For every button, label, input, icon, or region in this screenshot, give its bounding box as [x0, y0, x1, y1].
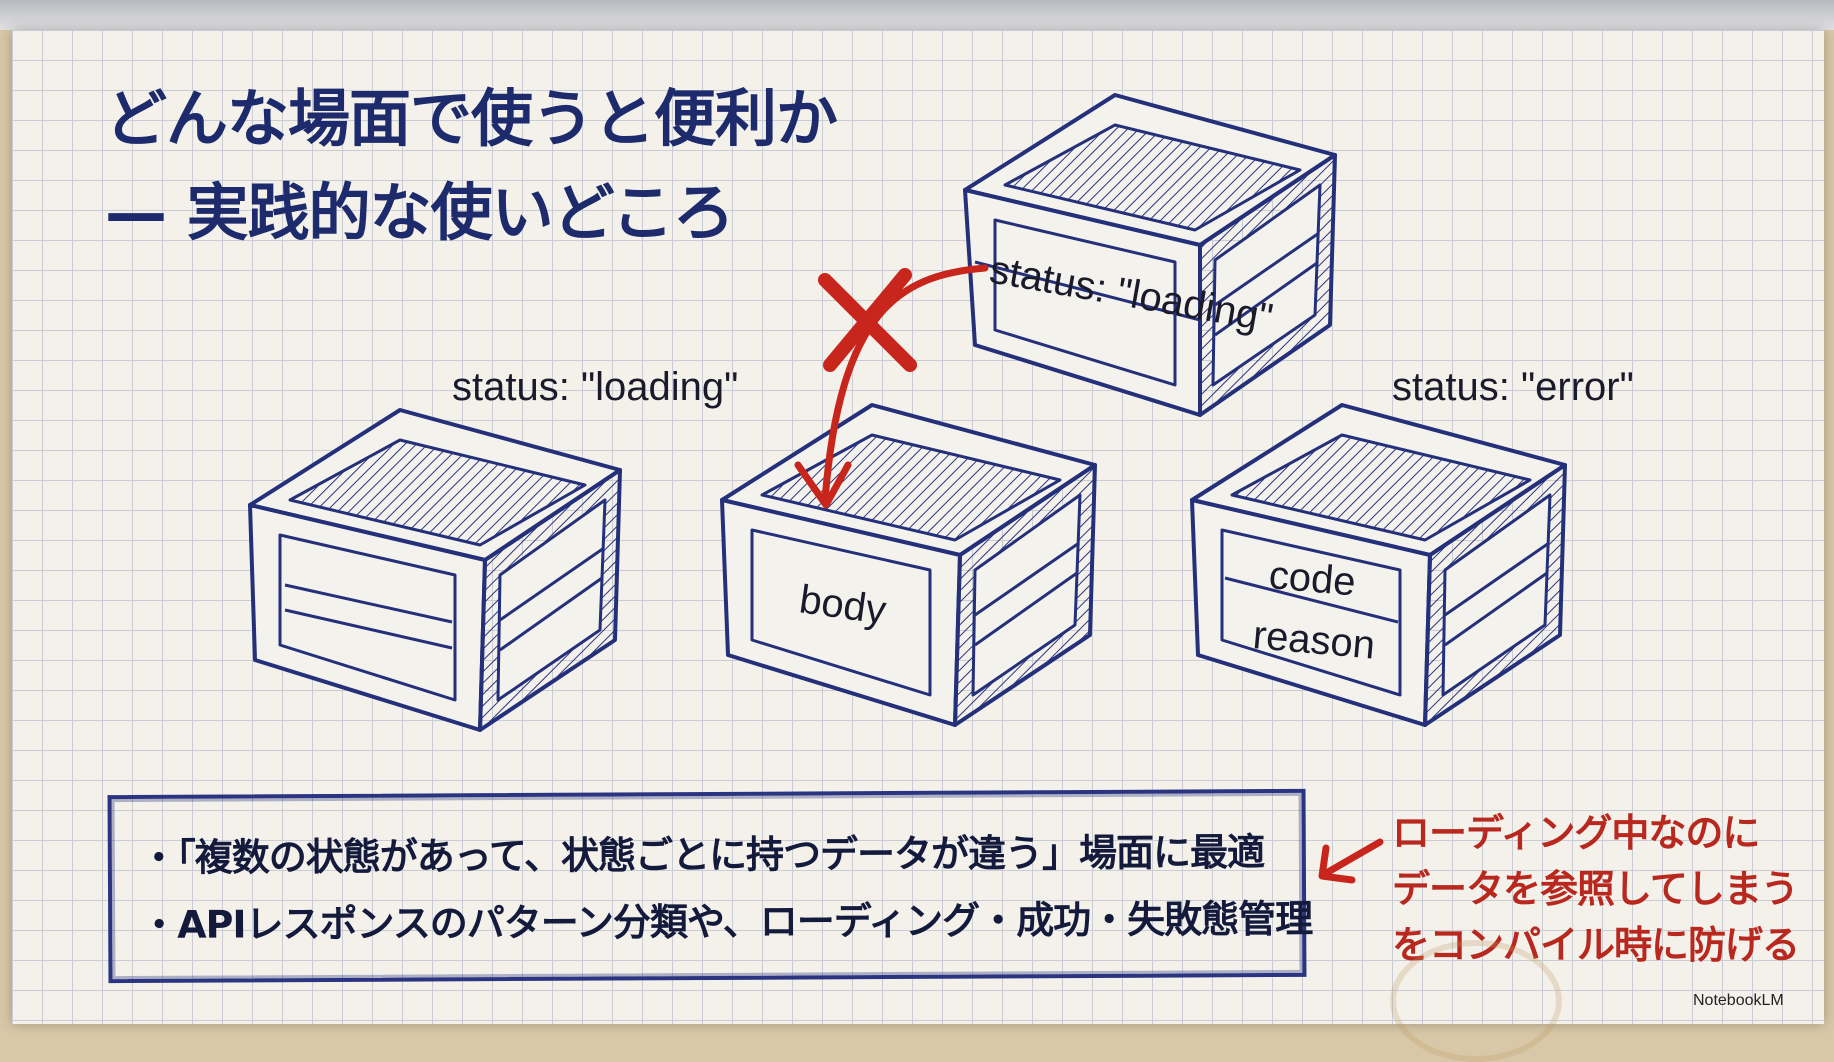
crate-left — [248, 408, 622, 732]
crate-top — [963, 93, 1337, 417]
page-subtitle: — 実践的な使いどころ — [105, 176, 735, 249]
right-crate-reason-field: reason — [1251, 613, 1377, 667]
right-crate-status-label: status: "error" — [1392, 365, 1634, 409]
brand-watermark: NotebookLM — [1693, 992, 1784, 1009]
crate-middle — [720, 403, 1097, 727]
summary-bullet-2: ・APIレスポンスのパターン分類や、ローディング・成功・失敗態管理 — [140, 896, 1313, 947]
crate-right — [1190, 403, 1567, 727]
red-x-mark — [818, 268, 917, 372]
page-title: どんな場面で使うと便利か — [105, 82, 838, 155]
red-arrowhead — [794, 461, 852, 509]
left-crate-status-label: status: "loading" — [452, 365, 738, 409]
note-pointer-arrow — [1318, 838, 1384, 884]
right-crate-code-field: code — [1267, 553, 1357, 604]
note-line-1: ローディング中なのに — [1392, 811, 1760, 855]
summary-bullet-1: ・「複数の状態があって、状態ごとに持つデータが違う」場面に最適 — [139, 830, 1265, 880]
crate-diagram: status: "loading" body status: "error" c… — [248, 93, 1634, 884]
note-line-2: データを参照してしまう — [1392, 867, 1799, 911]
notebook-binding — [0, 0, 1834, 30]
summary-panel: ・「複数の状態があって、状態ごとに持つデータが違う」場面に最適 ・APIレスポン… — [107, 788, 1312, 984]
coffee-stain — [1390, 940, 1562, 1062]
